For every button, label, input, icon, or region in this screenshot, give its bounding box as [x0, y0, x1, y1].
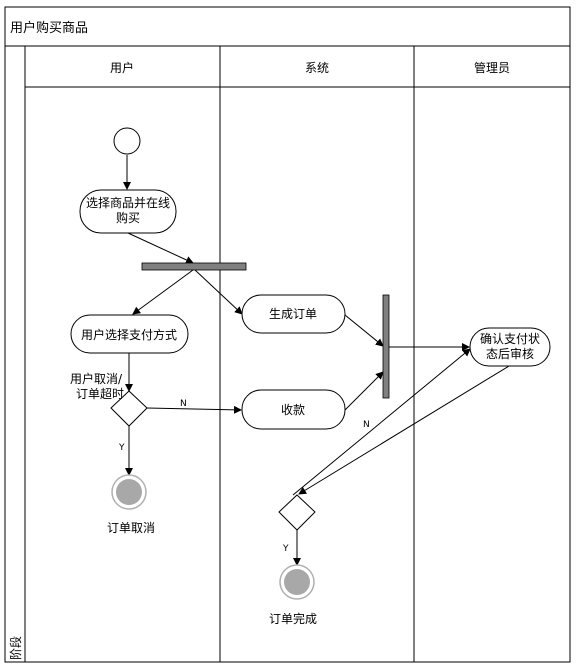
final-node-completed	[284, 569, 310, 595]
edge-confirm-to-decision2	[298, 365, 510, 495]
final-label-cancelled: 订单取消	[107, 521, 155, 535]
guard-d1-yes: Y	[118, 443, 125, 453]
activity-generate-order-label: 生成订单	[269, 307, 317, 321]
activity-choose-payment	[70, 314, 189, 354]
decision-timeout	[110, 390, 148, 427]
edge-select-to-fork	[127, 232, 194, 264]
lane-header-system: 系统	[305, 61, 329, 75]
edge-decision2-to-confirm	[292, 348, 471, 496]
activity-confirm-payment-line1: 确认支付状	[480, 332, 540, 346]
guard-d1-no: N	[180, 399, 187, 409]
activity-select-goods	[79, 189, 177, 234]
activity-choose-payment-label: 用户选择支付方式	[81, 327, 177, 342]
phase-label: 阶段	[8, 636, 23, 660]
guard-timeout-line2: 订单超时	[76, 386, 124, 401]
diagram-title: 用户购买商品	[10, 20, 88, 36]
guard-d2-no: N	[363, 420, 370, 430]
start-node	[113, 127, 141, 155]
join-bar	[382, 294, 390, 399]
edge-order-to-join	[344, 314, 384, 347]
activity-confirm-payment-line2: 态后审核	[486, 346, 534, 361]
edges	[123, 155, 510, 566]
lane-header-admin: 管理员	[474, 60, 510, 75]
guard-d2-yes: Y	[282, 544, 289, 554]
edge-fork-to-payment	[132, 269, 194, 315]
lane-header-user: 用户	[110, 60, 134, 75]
edge-receive-to-join	[344, 371, 384, 411]
activity-confirm-payment	[469, 327, 551, 367]
edge-decision-to-receive	[146, 405, 242, 414]
final-node-cancelled	[116, 479, 142, 505]
activity-select-goods-line1: 选择商品并在线	[86, 195, 170, 210]
activity-generate-order	[241, 294, 346, 334]
activity-receive-payment-label: 收款	[281, 403, 305, 417]
final-label-completed: 订单完成	[269, 611, 317, 626]
activity-receive-payment	[241, 389, 346, 430]
activity-select-goods-line2: 购买	[116, 210, 140, 225]
decision-review	[278, 494, 316, 531]
guard-timeout-line1: 用户取消/	[70, 371, 123, 386]
fork-bar	[141, 262, 247, 271]
edge-fork-to-order	[194, 269, 243, 315]
